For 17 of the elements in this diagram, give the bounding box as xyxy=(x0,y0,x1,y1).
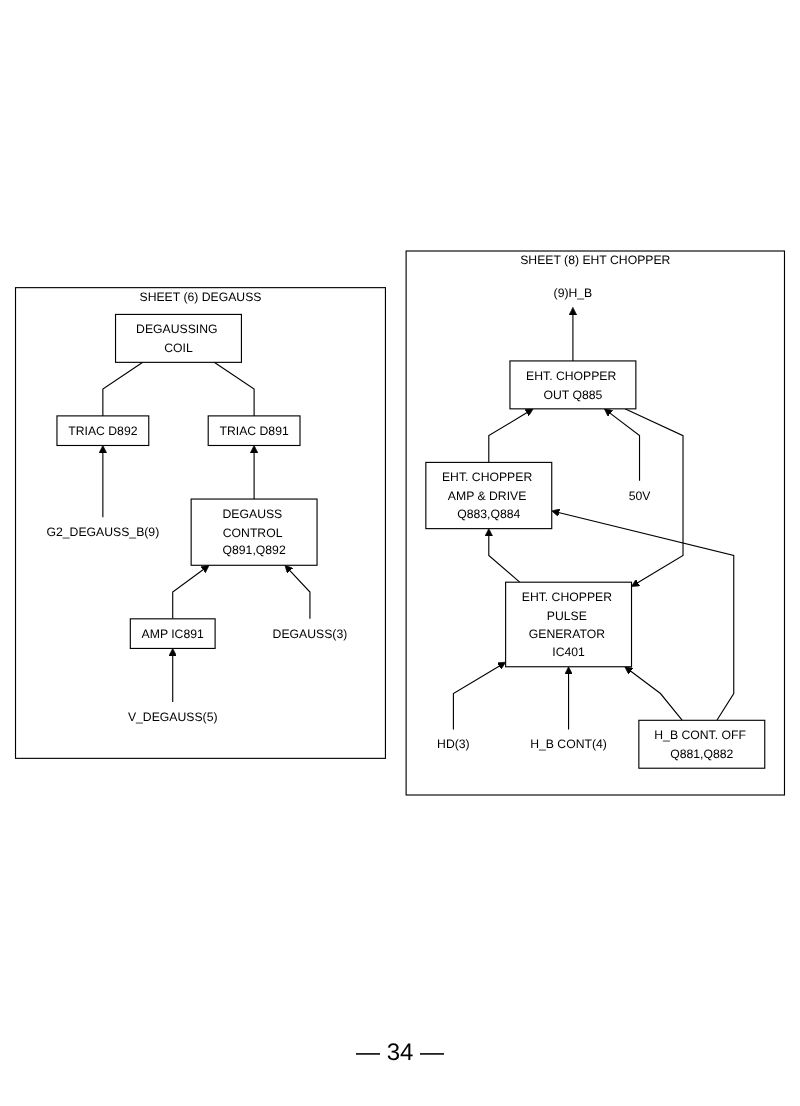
arrow xyxy=(98,445,107,518)
arrow xyxy=(568,307,578,362)
page-number: — 34 — xyxy=(355,1038,444,1066)
arrow xyxy=(168,648,177,703)
arrow xyxy=(249,445,259,500)
arrow xyxy=(484,528,521,583)
arrow xyxy=(604,408,641,482)
arrow xyxy=(452,661,506,731)
arrow xyxy=(488,408,534,463)
arrow xyxy=(564,666,573,731)
connector xyxy=(102,361,144,417)
arrow xyxy=(172,564,210,620)
arrow xyxy=(624,408,684,587)
arrow xyxy=(551,508,735,721)
arrow xyxy=(284,564,311,620)
arrow xyxy=(624,666,683,721)
connector xyxy=(213,361,255,417)
